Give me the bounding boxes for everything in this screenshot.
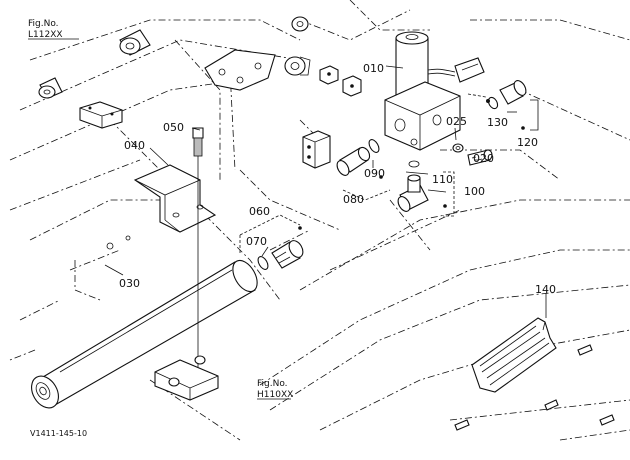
fig-ref-top-line2: L112XX bbox=[28, 30, 63, 40]
callout-110: 110 bbox=[432, 173, 453, 186]
fitting-group-120 bbox=[487, 80, 527, 110]
callout-140: 140 bbox=[535, 283, 556, 296]
solenoid-valve-010 bbox=[384, 31, 485, 151]
bracket-plate-top bbox=[204, 49, 276, 91]
washer-025 bbox=[452, 143, 464, 153]
callout-070: 070 bbox=[246, 235, 267, 248]
bracket-040 bbox=[133, 164, 217, 233]
accumulator-cylinder-030 bbox=[31, 259, 258, 409]
background-slots bbox=[454, 344, 615, 431]
block-small-1 bbox=[319, 65, 339, 85]
drawing-code: V1411-145-10 bbox=[30, 429, 87, 438]
decal-140 bbox=[471, 317, 557, 393]
block-small-2 bbox=[342, 75, 362, 97]
bushing-mid bbox=[284, 56, 311, 76]
callout-060: 060 bbox=[249, 205, 270, 218]
callout-130: 130 bbox=[487, 116, 508, 129]
fig-ref-bottom-line1: Fig.No. bbox=[257, 379, 288, 389]
lower-clamp bbox=[154, 355, 219, 401]
block-left bbox=[79, 101, 123, 129]
bushing-top bbox=[119, 29, 151, 56]
bolt-020 bbox=[467, 149, 493, 166]
bolt-050 bbox=[192, 127, 204, 375]
callout-090: 090 bbox=[364, 167, 385, 180]
block-mount bbox=[302, 130, 331, 169]
background-hardware bbox=[38, 16, 362, 250]
elbow-fitting-080 bbox=[336, 139, 380, 176]
callout-100: 100 bbox=[464, 185, 485, 198]
fig-ref-top-line1: Fig.No. bbox=[28, 19, 59, 29]
bushing-left bbox=[38, 77, 63, 99]
callout-040: 040 bbox=[124, 139, 145, 152]
callout-030: 030 bbox=[119, 277, 140, 290]
callout-010: 010 bbox=[363, 62, 384, 75]
fig-ref-bottom-line2: H110XX bbox=[257, 390, 293, 400]
fitting-group-060 bbox=[239, 214, 304, 270]
callout-120: 120 bbox=[517, 136, 538, 149]
callout-080: 080 bbox=[343, 193, 364, 206]
callout-020: 020 bbox=[473, 152, 494, 165]
bushing-top-right bbox=[291, 16, 309, 32]
callout-025: 025 bbox=[446, 115, 467, 128]
leader-lines bbox=[28, 38, 547, 400]
callout-050: 050 bbox=[163, 121, 184, 134]
elbow-fitting-100 bbox=[397, 160, 429, 212]
